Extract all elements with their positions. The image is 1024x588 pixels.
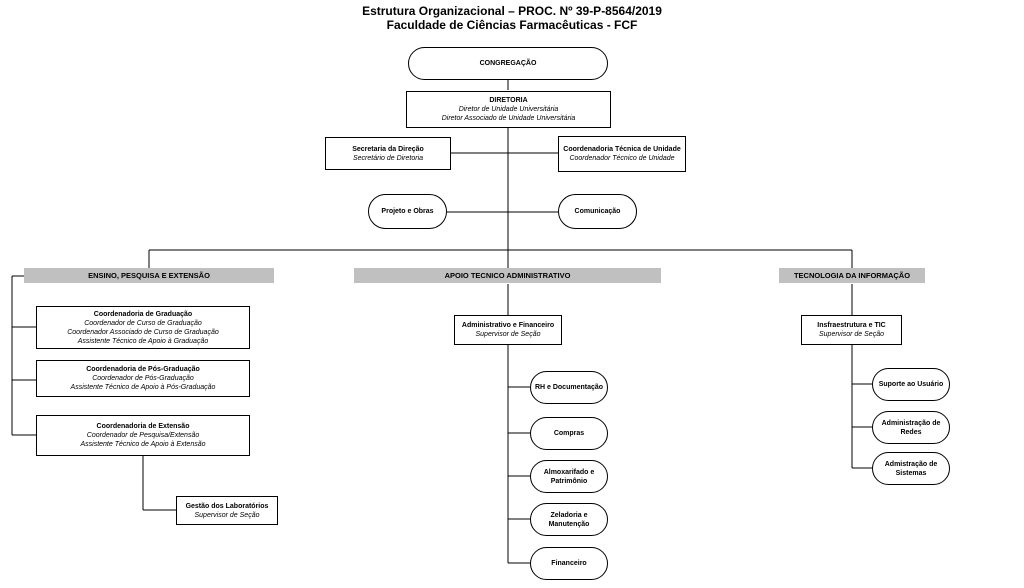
coord-tecnica-subtitle: Coordenador Técnico de Unidade bbox=[569, 155, 675, 162]
secretaria-subtitle: Secretário de Diretoria bbox=[352, 154, 424, 162]
chart-title: Estrutura Organizacional – PROC. Nº 39-P… bbox=[362, 4, 662, 18]
diretoria-node: DIRETORIA Diretor de Unidade Universitár… bbox=[406, 91, 611, 128]
coord-graduacao-title: Coordenadoria de Graduação bbox=[93, 310, 193, 318]
band-apoio: APOIO TECNICO ADMINISTRATIVO bbox=[354, 268, 661, 283]
almoxarifado-label: Almoxarifado e Patrimônio bbox=[543, 468, 595, 485]
admin-sistemas-node: Admistração de Sistemas bbox=[872, 452, 950, 485]
infraestrutura-subtitle: Supervisor de Seção bbox=[819, 331, 884, 338]
almoxarifado-node: Almoxarifado e Patrimônio bbox=[530, 460, 608, 493]
projeto-obras-node: Projeto e Obras bbox=[368, 194, 447, 229]
zeladoria-node: Zeladoria e Manutenção bbox=[530, 503, 608, 536]
comunicacao-node: Comunicação bbox=[558, 194, 637, 229]
rh-documentacao-node: RH e Documentação bbox=[530, 371, 608, 404]
gestao-laboratorios-node: Gestão dos Laboratórios Supervisor de Se… bbox=[176, 496, 278, 525]
band-ensino: ENSINO, PESQUISA E EXTENSÃO bbox=[24, 268, 274, 283]
rh-documentacao-label: RH e Documentação bbox=[534, 384, 604, 391]
coord-graduacao-node: Coordenadoria de Graduação Coordenador d… bbox=[36, 306, 250, 349]
diretoria-title: DIRETORIA bbox=[489, 97, 528, 104]
coord-pos-line-2: Assistente Técnico de Apoio à Pós-Gradua… bbox=[70, 384, 216, 391]
compras-node: Compras bbox=[530, 417, 608, 450]
band-ti: TECNOLOGIA DA INFORMAÇÃO bbox=[779, 268, 925, 283]
gestao-laboratorios-subtitle: Supervisor de Seção bbox=[194, 511, 260, 519]
compras-label: Compras bbox=[553, 430, 585, 437]
coord-tecnica-title: Coordenadoria Técnica de Unidade bbox=[563, 146, 681, 153]
coord-pos-line-1: Coordenador de Pós-Graduação bbox=[92, 375, 194, 382]
gestao-laboratorios-title: Gestão dos Laboratórios bbox=[185, 502, 269, 510]
congregacao-node: CONGREGAÇÃO bbox=[408, 47, 608, 80]
financeiro-node: Financeiro bbox=[530, 547, 608, 580]
coord-pos-node: Coordenadoria de Pós-Graduação Coordenad… bbox=[36, 360, 250, 397]
diretoria-line-1: Diretor de Unidade Universitária bbox=[458, 106, 559, 113]
secretaria-node: Secretaria da Direção Secretário de Dire… bbox=[325, 137, 451, 170]
coord-extensao-node: Coordenadoria de Extensão Coordenador de… bbox=[36, 415, 250, 456]
coord-pos-title: Coordenadoria de Pós-Graduação bbox=[86, 366, 200, 373]
financeiro-label: Financeiro bbox=[551, 560, 587, 567]
secretaria-title: Secretaria da Direção bbox=[352, 145, 424, 153]
adm-financeiro-node: Administrativo e Financeiro Supervisor d… bbox=[454, 315, 562, 345]
coord-graduacao-line-1: Coordenador de Curso de Graduação bbox=[84, 319, 202, 327]
adm-financeiro-title: Administrativo e Financeiro bbox=[461, 322, 555, 329]
zeladoria-label: Zeladoria e Manutenção bbox=[548, 511, 590, 528]
admin-redes-label: Administração de Redes bbox=[881, 419, 941, 436]
coord-extensao-line-2: Assistente Técnico de Apoio à Extensão bbox=[80, 441, 206, 448]
suporte-usuario-node: Suporte ao Usuário bbox=[872, 368, 950, 401]
admin-sistemas-label: Admistração de Sistemas bbox=[884, 460, 938, 477]
coord-extensao-title: Coordenadoria de Extensão bbox=[96, 423, 190, 430]
infraestrutura-title: Insfraestrutura e TIC bbox=[817, 322, 886, 329]
congregacao-label: CONGREGAÇÃO bbox=[479, 60, 537, 67]
admin-redes-node: Administração de Redes bbox=[872, 411, 950, 444]
chart-subtitle: Faculdade de Ciências Farmacêuticas - FC… bbox=[386, 18, 638, 32]
suporte-usuario-label: Suporte ao Usuário bbox=[878, 381, 944, 388]
coord-tecnica-node: Coordenadoria Técnica de Unidade Coorden… bbox=[558, 136, 686, 172]
infraestrutura-node: Insfraestrutura e TIC Supervisor de Seçã… bbox=[801, 315, 902, 345]
coord-graduacao-line-2: Coordenador Associado de Curso de Gradua… bbox=[67, 328, 219, 336]
diretoria-line-2: Diretor Associado de Unidade Universitár… bbox=[441, 115, 576, 122]
projeto-obras-label: Projeto e Obras bbox=[381, 208, 434, 215]
comunicacao-label: Comunicação bbox=[574, 208, 621, 215]
coord-graduacao-line-3: Assistente Técnico de Apoio à Graduação bbox=[77, 337, 209, 345]
adm-financeiro-subtitle: Supervisor de Seção bbox=[475, 331, 541, 338]
coord-extensao-line-1: Coordenador de Pesquisa/Extensão bbox=[86, 432, 200, 439]
